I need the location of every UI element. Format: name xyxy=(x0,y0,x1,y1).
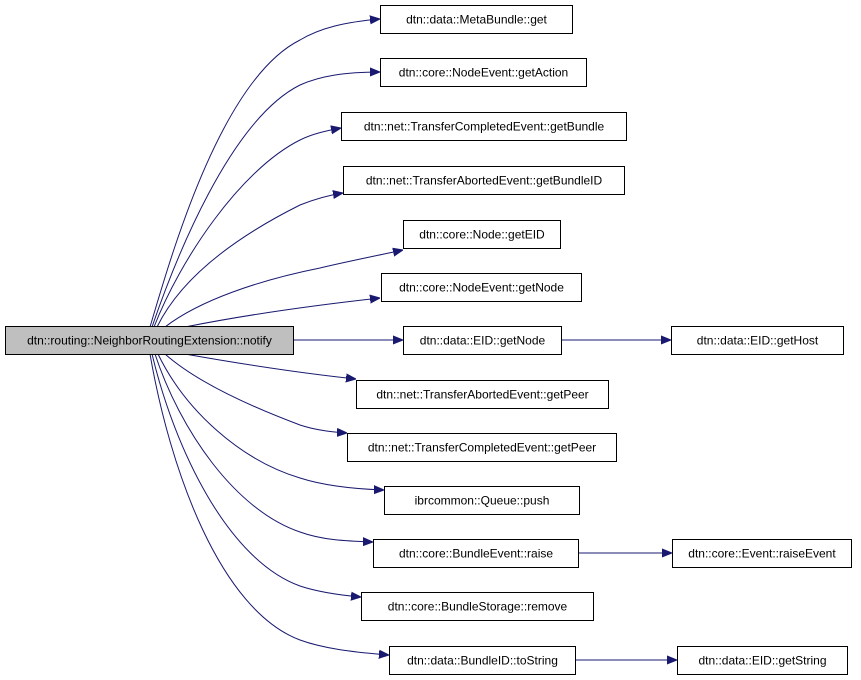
node-label: dtn::net::TransferCompletedEvent::getPee… xyxy=(368,441,596,455)
node-label: ibrcommon::Queue::push xyxy=(415,494,550,508)
callee-node[interactable]: dtn::net::TransferAbortedEvent::getPeer xyxy=(356,380,609,409)
nodes-layer: dtn::routing::NeighborRoutingExtension::… xyxy=(5,5,852,675)
callee-node[interactable]: dtn::net::TransferCompletedEvent::getPee… xyxy=(347,433,617,462)
callee-node[interactable]: dtn::core::BundleStorage::remove xyxy=(361,592,594,621)
node-box xyxy=(672,539,852,568)
node-box xyxy=(384,486,580,515)
node-box xyxy=(343,166,625,195)
callee-node[interactable]: dtn::core::Node::getEID xyxy=(403,220,561,249)
node-box xyxy=(403,326,562,355)
callee-node[interactable]: dtn::data::MetaBundle::get xyxy=(380,5,573,34)
node-label: dtn::core::Event::raiseEvent xyxy=(688,547,836,561)
callee-node[interactable]: ibrcommon::Queue::push xyxy=(384,486,580,515)
callee-node[interactable]: dtn::core::NodeEvent::getAction xyxy=(380,58,587,87)
edge-root-to-n6 xyxy=(184,298,380,328)
callee-node[interactable]: dtn::core::BundleEvent::raise xyxy=(373,539,579,568)
edge-root-to-n1 xyxy=(149,19,380,328)
edge-root-to-n3 xyxy=(153,128,341,328)
edges-layer xyxy=(149,19,677,660)
node-box xyxy=(671,326,844,355)
edge-root-to-n5 xyxy=(164,250,403,328)
node-label: dtn::net::TransferAbortedEvent::getBundl… xyxy=(366,174,603,188)
callee-node[interactable]: dtn::core::NodeEvent::getNode xyxy=(381,273,582,302)
node-label: dtn::net::TransferCompletedEvent::getBun… xyxy=(364,120,605,134)
node-box xyxy=(381,273,582,302)
node-label: dtn::net::TransferAbortedEvent::getPeer xyxy=(376,388,588,402)
edge-root-to-n4 xyxy=(156,193,343,328)
callee-node[interactable]: dtn::data::EID::getHost xyxy=(671,326,844,355)
node-box xyxy=(356,380,609,409)
edge-root-to-n13 xyxy=(149,353,389,655)
node-label: dtn::core::Node::getEID xyxy=(419,228,545,242)
edge-root-to-n12 xyxy=(151,353,361,597)
node-label: dtn::data::EID::getHost xyxy=(697,334,819,348)
node-box xyxy=(5,326,294,355)
edge-root-to-n10 xyxy=(157,353,384,490)
root-node: dtn::routing::NeighborRoutingExtension::… xyxy=(5,326,294,355)
node-label: dtn::data::BundleID::toString xyxy=(407,654,558,668)
edge-root-to-n9 xyxy=(164,353,347,433)
callee-node[interactable]: dtn::net::TransferCompletedEvent::getBun… xyxy=(341,112,627,141)
node-label: dtn::data::EID::getNode xyxy=(420,334,546,348)
node-box xyxy=(347,433,617,462)
node-label: dtn::core::BundleEvent::raise xyxy=(399,547,553,561)
node-box xyxy=(403,220,561,249)
edge-root-to-n11 xyxy=(154,353,373,542)
callee-node[interactable]: dtn::data::BundleID::toString xyxy=(389,646,576,675)
node-label: dtn::data::EID::getString xyxy=(698,654,826,668)
node-label: dtn::data::MetaBundle::get xyxy=(406,13,547,27)
node-box xyxy=(341,112,627,141)
node-box xyxy=(373,539,579,568)
node-box xyxy=(380,5,573,34)
node-label: dtn::core::BundleStorage::remove xyxy=(388,600,568,614)
callee-node[interactable]: dtn::net::TransferAbortedEvent::getBundl… xyxy=(343,166,625,195)
node-box xyxy=(380,58,587,87)
edge-root-to-n2 xyxy=(151,72,380,328)
node-label: dtn::routing::NeighborRoutingExtension::… xyxy=(27,334,272,348)
node-box xyxy=(361,592,594,621)
callee-node[interactable]: dtn::core::Event::raiseEvent xyxy=(672,539,852,568)
callee-node[interactable]: dtn::data::EID::getString xyxy=(677,646,848,675)
callee-node[interactable]: dtn::data::EID::getNode xyxy=(403,326,562,355)
node-label: dtn::core::NodeEvent::getAction xyxy=(399,66,568,80)
node-box xyxy=(677,646,848,675)
node-label: dtn::core::NodeEvent::getNode xyxy=(399,281,564,295)
edge-root-to-n8 xyxy=(184,353,356,379)
node-box xyxy=(389,646,576,675)
